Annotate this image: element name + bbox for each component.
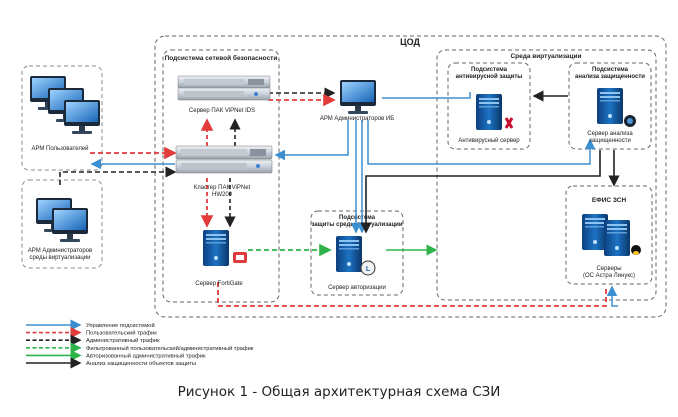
virt-protection-label-2: защиты среды виртуализации: [311, 222, 402, 228]
legend-label-1: Пользовательский трафик: [86, 330, 157, 337]
mgmt-arm-antivirus: [382, 92, 471, 99]
fortigate-server: [203, 230, 247, 266]
arm-users-label: АРМ Пользователей: [31, 145, 88, 152]
auth-server-label: Сервер авторизации: [328, 285, 386, 291]
legend-label-0: Управление подсистемой: [86, 322, 155, 329]
mgmt-arm-cluster: [274, 120, 349, 161]
antivirus-label-2: антивирусной защиты: [456, 73, 523, 80]
arm-virt-admins: [36, 198, 88, 242]
arm-users: [30, 76, 100, 134]
analysis-to-auth: [360, 150, 601, 234]
arm-virt-admins-label-1: АРМ Администраторов: [28, 248, 92, 254]
svg-text:L: L: [366, 266, 371, 273]
mgmt-arm-vuln: [367, 120, 596, 165]
dc-boundary: [154, 35, 667, 318]
legend-label-5: Анализ защищенности объектов защиты: [86, 361, 196, 367]
vuln-analysis-box: [568, 62, 652, 150]
auth-server: L: [336, 236, 376, 276]
arm-virt-admins-box: [21, 179, 103, 269]
arm-virt-admins-label-2: среды виртуализации: [30, 255, 91, 261]
cluster-hw200: [175, 145, 273, 174]
cluster-label-1: Кластер ПАК ViPNet: [194, 185, 251, 191]
legend-label-4: Авторизованный административный трафик: [86, 352, 206, 359]
legend-label-3: Фильтрованный пользовательский/администр…: [86, 345, 254, 352]
arm-admin-ib: [340, 80, 376, 114]
virt-protection-box: [310, 210, 404, 296]
antivirus-label-1: Подсистема: [471, 67, 508, 73]
network-security-box: [162, 49, 280, 303]
user-traffic-bottom: [217, 282, 607, 307]
antivirus-server-label: Антивирусный сервер: [458, 137, 520, 144]
admin-traffic-line-left: [59, 166, 177, 185]
mgmt-to-servers: [606, 285, 618, 307]
legend-label-2: Административный трафик: [86, 337, 160, 344]
efis-servers: [582, 214, 641, 256]
analysis-server: [597, 88, 636, 127]
fortigate-label: Сервер FortiGate: [195, 281, 243, 287]
efis-label: ЕФИС ЗСН: [592, 197, 627, 204]
analysis-server-label-2: защищенности: [589, 138, 631, 144]
vuln-analysis-label-2: анализа защищенности: [575, 74, 645, 80]
figure-caption: Рисунок 1 - Общая архитектурная схема СЗ…: [177, 384, 501, 400]
efis-servers-label-1: Серверы: [596, 266, 621, 272]
network-security-label: Подсистема сетевой безопасности: [165, 54, 278, 62]
dc-title: ЦОД: [400, 37, 420, 47]
virtualization-env-box: [436, 49, 657, 301]
virtualization-env-label: Среда виртуализации: [510, 53, 581, 60]
arm-users-box: [21, 65, 103, 171]
ids-server: [177, 75, 271, 101]
ids-server-label: Сервер ПАК ViPNet IDS: [189, 108, 255, 114]
virt-protection-label-1: Подсистема: [339, 215, 376, 221]
cluster-label-2: HW200: [212, 192, 233, 198]
analysis-server-label-1: Сервер анализа: [587, 131, 633, 137]
arm-admin-ib-label: АРМ Администраторов ИБ: [320, 116, 394, 122]
antivirus-box: [447, 62, 531, 150]
vuln-analysis-label-1: Подсистема: [592, 67, 629, 73]
efis-servers-label-2: (ОС Астра Линукс): [583, 273, 635, 279]
antivirus-server: [476, 94, 514, 130]
